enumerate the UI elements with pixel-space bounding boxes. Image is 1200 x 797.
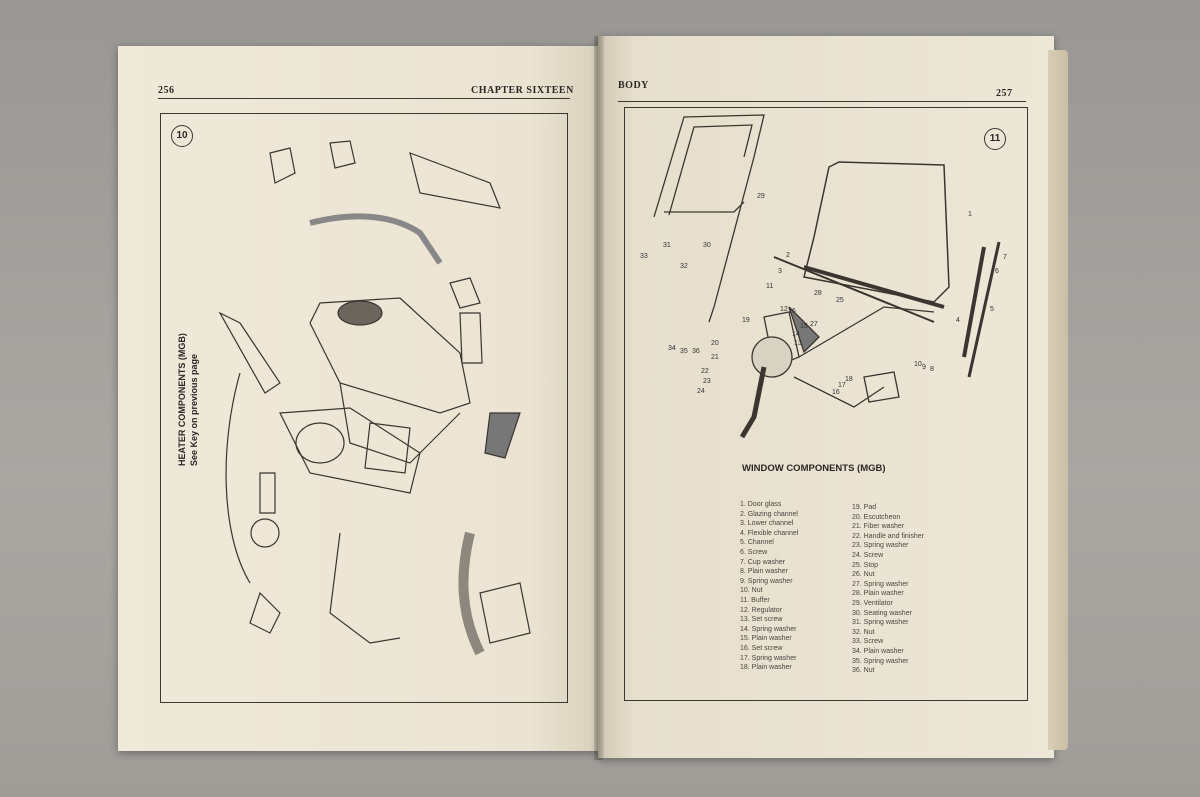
header-rule-right [618,101,1026,102]
callout-label: 14 [792,331,800,338]
key-item: 7. Cup washer [740,558,786,566]
callout-label: 17 [838,382,846,389]
key-item: 18. Plain washer [740,664,792,672]
key-item: 31. Spring washer [852,619,909,627]
key-item: 35. Spring washer [852,657,909,665]
callout-label: 2 [786,252,790,259]
callout-label: 35 [680,348,688,355]
figure-frame-window [624,107,1028,701]
page-edges [1048,50,1068,750]
key-item: 33. Screw [852,638,884,646]
page-number-right: 257 [996,88,1013,99]
key-item: 25. Stop [852,561,879,569]
callout-label: 36 [692,348,700,355]
callout-label: 3 [778,268,782,275]
key-item: 13. Set screw [740,616,783,624]
callout-label: 33 [640,253,648,260]
callout-label: 19 [742,317,750,324]
key-item: 2. Glazing channel [740,510,798,518]
key-item: 27. Spring washer [852,580,909,588]
key-item: 3. Lower channel [740,520,794,528]
key-item: 16. Set screw [740,644,783,652]
callout-label: 4 [956,317,960,324]
callout-label: 13 [794,340,802,347]
callout-label: 27 [810,321,818,328]
key-list-column-1: 1. Door glass 2. Glazing channel 3. Lower … [740,500,798,673]
callout-label: 24 [697,388,705,395]
figure-number-10: 10 [171,125,193,147]
key-item: 4. Flexible channel [740,529,799,537]
key-item: 24. Screw [852,551,884,559]
window-exploded-diagram [653,114,1001,439]
callout-label: 12 [780,306,788,313]
callout-label: 7 [1003,254,1007,261]
callout-label: 5 [990,306,994,313]
key-item: 28. Plain washer [852,590,904,598]
figure-number-11: 11 [984,128,1006,150]
callout-label: 23 [703,378,711,385]
key-item: 26. Nut [852,571,875,579]
key-item: 21. Fiber washer [852,523,905,531]
key-item: 20. Escutcheon [852,513,901,521]
callout-label: 31 [663,242,671,249]
key-item: 30. Seating washer [852,609,912,617]
callout-label: 29 [757,193,765,200]
callout-label: 11 [766,283,774,290]
key-title: WINDOW COMPONENTS (MGB) [742,463,886,474]
key-item: 11. Buffer [740,596,770,604]
callout-label: 18 [845,376,853,383]
callout-label: 26 [788,308,796,315]
callout-label: 30 [703,242,711,249]
key-item: 19. Pad [852,504,877,511]
callout-label: 15 [800,323,808,330]
callout-label: 32 [680,263,688,270]
running-head-right: BODY [618,80,649,91]
key-item: 32. Nut [852,628,875,636]
callout-label: 9 [922,364,926,371]
key-item: 9. Spring washer [740,577,793,585]
heater-exploded-diagram [218,140,531,656]
callout-label: 34 [668,345,676,352]
key-item: 29. Ventilator [852,599,893,607]
callout-label: 28 [814,290,822,297]
callout-label: 22 [701,368,709,375]
right-page [598,36,1054,758]
key-item: 10. Nut [740,587,763,595]
key-item: 5. Channel [740,539,774,547]
key-item: 12. Regulator [740,606,783,614]
key-item: 34. Plain washer [852,647,904,655]
key-item: 17. Spring washer [740,654,797,662]
callout-label: 21 [711,354,719,361]
key-item: 14. Spring washer [740,625,797,633]
key-item: 1. Door glass [740,501,782,508]
callout-label: 6 [995,268,999,275]
callout-label: 16 [832,389,840,396]
callout-label: 20 [711,340,719,347]
header-rule [158,98,570,99]
key-item: 6. Screw [740,548,768,556]
key-item: 22. Handle and finisher [852,532,924,540]
page-number-left: 256 [158,85,175,96]
key-item: 15. Plain washer [740,635,792,643]
left-page [118,46,600,751]
book-spine [594,36,604,760]
figure-frame-heater [160,113,568,703]
key-item: 23. Spring washer [852,542,909,550]
callout-label: 8 [930,366,934,373]
callout-label: 10 [914,361,922,368]
running-head-left: CHAPTER SIXTEEN [471,85,574,96]
key-item: 36. Nut [852,667,875,675]
key-item: 8. Plain washer [740,568,788,576]
callout-label: 1 [968,211,972,218]
callout-label: 25 [836,297,844,304]
